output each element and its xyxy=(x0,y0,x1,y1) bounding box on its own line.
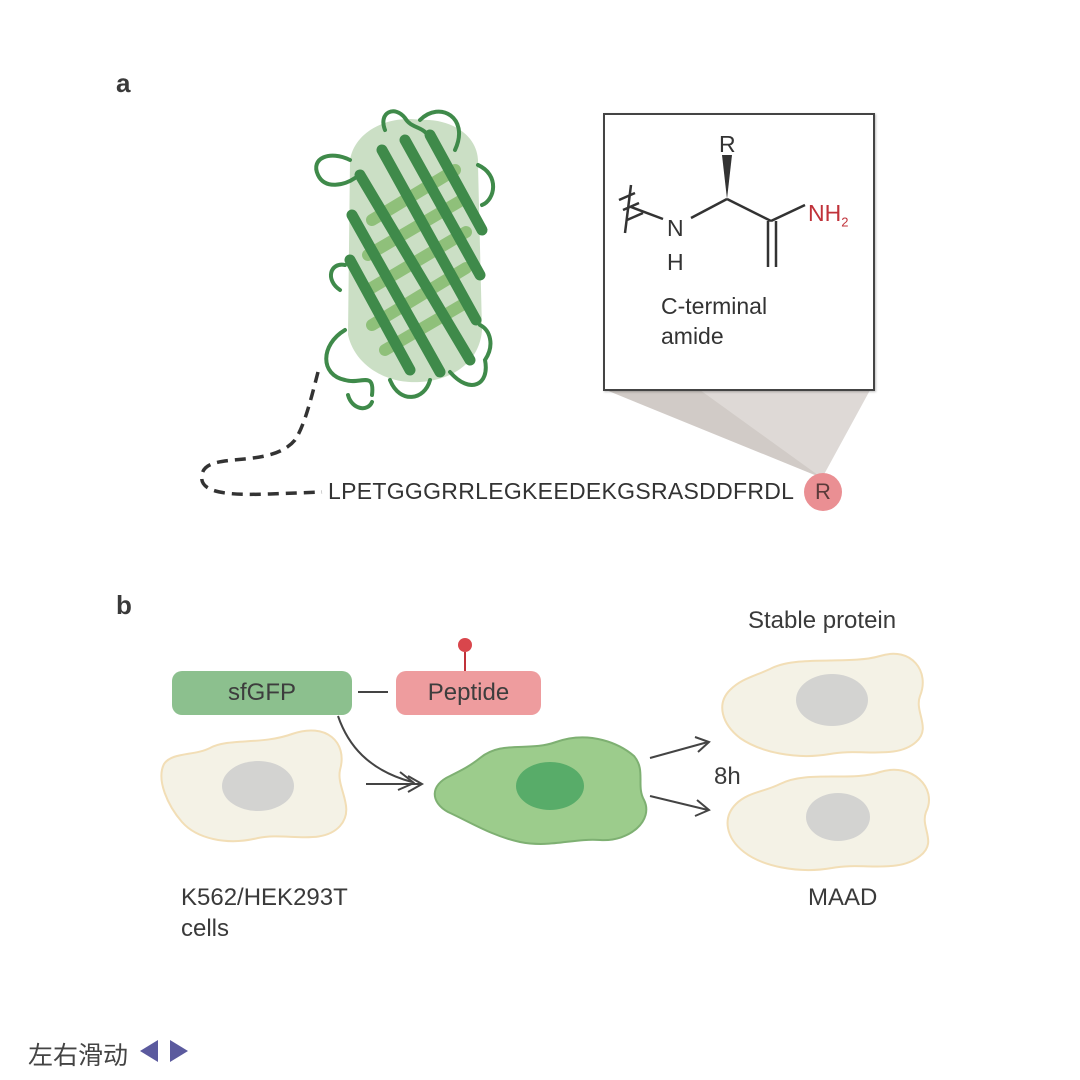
nav-right-arrow-icon xyxy=(170,1040,188,1062)
inset-caption-line2: amide xyxy=(661,323,724,349)
panel-a-label: a xyxy=(116,68,131,98)
cells-label-line1: K562/HEK293T xyxy=(181,884,348,911)
peptide-pill: Peptide xyxy=(396,671,541,715)
cell-stable-protein xyxy=(721,653,924,757)
cell-maad xyxy=(726,769,930,871)
inset-caption-line1: C-terminal xyxy=(661,293,768,319)
amide-structure xyxy=(618,155,806,267)
stable-protein-label: Stable protein xyxy=(748,607,897,634)
c-terminal-amide-inset: R N H NH2 C-terminal amide xyxy=(603,113,875,391)
peptide-modification-dot xyxy=(458,638,472,652)
nh2-subscript: 2 xyxy=(841,214,849,230)
hydrogen-label: H xyxy=(667,249,684,275)
r-group-label: R xyxy=(719,131,736,157)
time-label: 8h xyxy=(714,763,741,790)
process-arrows xyxy=(337,715,711,817)
terminal-residue-badge: R xyxy=(804,473,842,511)
arrow-to-stable xyxy=(649,741,709,759)
swipe-hint: 左右滑动 xyxy=(28,1041,129,1070)
nitrogen-label: N xyxy=(667,215,684,241)
panel-b-label: b xyxy=(116,590,132,620)
sfgfp-pill: sfGFP xyxy=(172,671,352,715)
peptide-sequence: LPETGGGRRLEGKEEDEKGSRASDDFRDL xyxy=(328,478,795,504)
cell-gfp-expressing xyxy=(433,736,648,845)
swipe-nav-arrows[interactable] xyxy=(136,1036,192,1068)
maad-label: MAAD xyxy=(808,884,878,911)
arrow-sfgfp-to-cell xyxy=(337,715,413,783)
linker-dashed xyxy=(200,371,323,497)
nav-left-arrow-icon xyxy=(140,1040,158,1062)
cell-untransfected xyxy=(160,729,348,843)
gfp-barrel-structure xyxy=(314,109,496,411)
nh2-label: NH2 xyxy=(808,200,849,230)
arrow-to-maad xyxy=(649,795,709,811)
cells-label-line2: cells xyxy=(181,915,230,942)
